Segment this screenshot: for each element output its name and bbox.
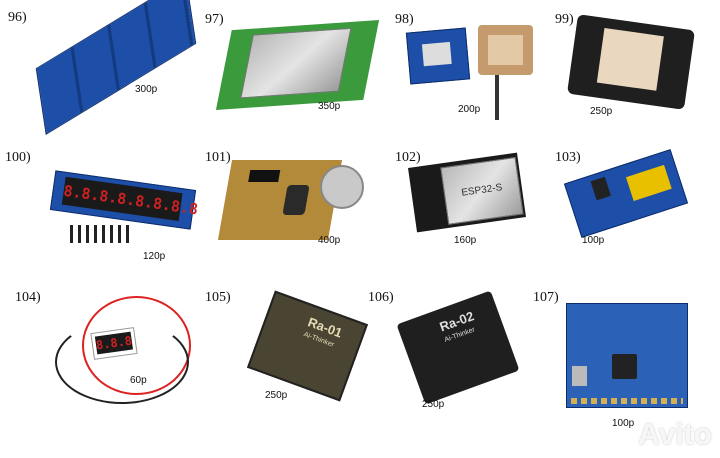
wire-black [55,320,189,404]
price: 100р [582,235,605,246]
price: 250р [590,106,613,117]
price: 200р [458,104,481,115]
price: 160р [454,235,477,246]
pin-headers [70,225,130,243]
product-image-rf-module [566,303,688,408]
price: 60р [130,375,147,386]
price: 400р [318,235,341,246]
item-number: 98) [395,12,414,27]
item-number: 101) [205,150,231,165]
product-image-ra02: Ra-02 Ai-Thinker [396,290,520,405]
price: 350р [318,101,341,112]
product-image-gps-antenna [478,25,533,75]
item-number: 106) [368,290,394,305]
product-image-esp32: ESP32-S [408,152,526,233]
product-image-gps-module [405,27,471,85]
price: 250р [265,390,288,401]
product-image-led-matrix [35,0,197,135]
product-image-ra01: Ra-01 Ai-Thinker [246,290,369,402]
price: 300р [135,84,158,95]
antenna-cable [495,75,499,120]
potentiometer [320,165,364,209]
item-number: 100) [5,150,31,165]
price: 100р [612,418,635,429]
avito-watermark: Avito [638,418,712,451]
item-number: 97) [205,12,224,27]
product-image-esp01-adapter [563,149,689,238]
item-number: 102) [395,150,421,165]
item-number: 103) [555,150,581,165]
item-number: 96) [8,10,27,25]
item-number: 104) [15,290,41,305]
product-image-7segment-display: 8.8.8.8.8.8.8.8 [49,170,199,230]
price: 120р [143,251,166,262]
item-number: 107) [533,290,559,305]
item-number: 105) [205,290,231,305]
product-image-radar-sensor [215,20,380,110]
price: 250р [422,399,445,410]
product-image-gps-antenna-board [567,14,695,110]
item-number: 99) [555,12,574,27]
